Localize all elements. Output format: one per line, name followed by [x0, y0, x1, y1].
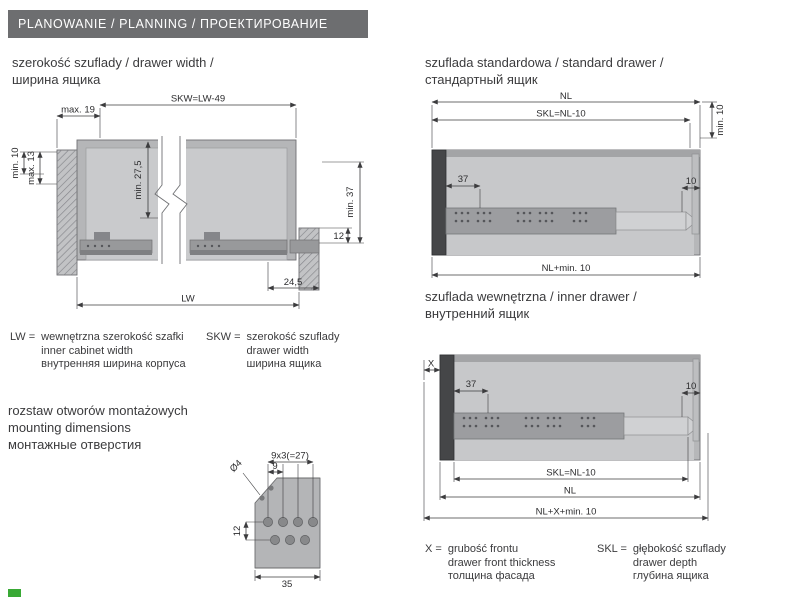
drawer-width-dimensions: SKW=LW-49 max. 19 min. 10 max. 13 min. 2… [10, 94, 364, 309]
drawer-width-diagram: SKW=LW-49 max. 19 min. 10 max. 13 min. 2… [10, 94, 364, 309]
standard-drawer-title: szuflada standardowa / standard drawer /… [425, 54, 663, 88]
dim-skl-label: SKL=NL-10 [546, 468, 595, 479]
dim-min10-label: min. 10 [10, 147, 21, 178]
legend-lw-line3: внутренняя ширина корпуса [41, 358, 186, 370]
legend-x-line1: grubość frontu [447, 543, 519, 555]
dim-min275-label: min. 27,5 [133, 160, 144, 199]
drawer-top-rim [446, 150, 700, 157]
slide-lip-right [190, 250, 287, 255]
dim-12-label: 12 [333, 231, 344, 242]
legend-skw-term: SKW = [206, 331, 241, 343]
legend-lw-term: LW = [10, 331, 36, 343]
inner-drawer-title-line1: szuflada wewnętrzna / inner drawer / [425, 289, 637, 304]
dim-nl-label: NL [560, 91, 572, 102]
legend-lw-line1: wewnętrzna szerokość szafki [41, 331, 184, 343]
legend-x: X = grubość frontu drawer front thicknes… [425, 543, 597, 584]
dim-nl-min10-label: NL+min. 10 [542, 263, 591, 274]
legend-skw-line2: drawer width [246, 344, 309, 357]
legend-lw: LW = wewnętrzna szerokość szafki inner c… [10, 331, 206, 372]
drawer-front-section [431, 149, 447, 256]
dim-37-label: 37 [458, 174, 469, 185]
dim-skl-label: SKL=NL-10 [536, 109, 585, 120]
slide-over-panel [289, 239, 320, 254]
legend-x-line3: толщина фасада [447, 570, 535, 582]
inner-drawer-side-view [439, 354, 701, 461]
page-footer-accent [8, 589, 21, 597]
dim-37-label: 37 [466, 379, 477, 390]
inner-drawer-dimensions: X 37 10 SKL=NL-10 NL NL+X+min. 10 [423, 359, 709, 521]
mounting-holes-diagram: 9x3(=27) 9 12 35 Ø4 [228, 451, 321, 590]
mounting-title-line3: монтажные отверстия [8, 437, 142, 452]
drawer-width-title-line2: ширина ящика [12, 72, 101, 87]
legend-skw-line3: ширина ящика [246, 358, 322, 370]
small-hole [259, 495, 265, 501]
legend-skw-line1: szerokość szuflady [246, 331, 340, 343]
standard-drawer-side-view [431, 149, 701, 256]
rear-bracket [692, 358, 700, 442]
dim-skw-label: SKW=LW-49 [171, 94, 225, 105]
slide-lip-left [80, 250, 152, 255]
mounting-title-line2: mounting dimensions [8, 420, 131, 435]
dim-10-label: 10 [686, 176, 697, 187]
small-hole [268, 485, 274, 491]
legend-skw: SKW = szerokość szuflady drawer width ши… [206, 331, 339, 372]
dim-nl-label: NL [564, 486, 576, 497]
cabinet-side-left [56, 149, 78, 276]
rail-tip [685, 211, 698, 231]
telescopic-rail [623, 416, 689, 436]
dim-dia-label: Ø4 [228, 458, 245, 475]
standard-drawer-diagram: NL SKL=NL-10 min. 10 37 10 NL+min. 10 [431, 91, 726, 278]
standard-drawer-dimensions: NL SKL=NL-10 min. 10 37 10 NL+min. 10 [431, 91, 726, 278]
legend-skl-line3: глубина ящика [632, 570, 709, 582]
dim-max13-label: max. 13 [26, 151, 37, 185]
drawer-top-rim [454, 355, 700, 362]
standard-drawer-title-line2: стандартный ящик [425, 72, 538, 87]
mounting-title-line1: rozstaw otworów montażowych [8, 403, 188, 418]
legend-skl-line2: drawer depth [632, 556, 698, 569]
dim-12-label: 12 [232, 526, 243, 537]
drawer-width-title-line1: szerokość szuflady / drawer width / [12, 55, 214, 70]
drawer-panel-inner [446, 157, 694, 255]
dim-245-label: 24,5 [284, 277, 303, 288]
dim-10-label: 10 [686, 381, 697, 392]
dim-35-label: 35 [282, 579, 293, 590]
legend-x-term: X = [425, 543, 442, 555]
slide-bracket-left [94, 232, 110, 240]
drawer-front-section [439, 354, 455, 461]
inner-drawer-title-line2: внутренний ящик [425, 306, 530, 321]
dim-min10-label: min. 10 [715, 104, 726, 135]
inner-drawer-diagram: X 37 10 SKL=NL-10 NL NL+X+min. 10 [423, 354, 709, 521]
break-lines [154, 136, 188, 264]
mounting-title: rozstaw otworów montażowych mounting dim… [8, 402, 188, 453]
cabinet-cross-section [56, 136, 320, 291]
drawer-panel-inner [454, 362, 694, 460]
page-header-title: PLANOWANIE / PLANNING / ПРОЕКТИРОВАНИЕ [18, 17, 328, 31]
dim-lw-label: LW [181, 294, 195, 305]
dim-9x3-label: 9x3(=27) [271, 451, 309, 462]
dim-nl-x-min10-label: NL+X+min. 10 [536, 507, 597, 518]
legend-skl: SKL = głębokość szuflady drawer depth гл… [597, 543, 726, 584]
inner-drawer-title: szuflada wewnętrzna / inner drawer / вну… [425, 288, 637, 322]
rear-bracket [691, 153, 700, 235]
slide-bracket-right [204, 232, 220, 240]
standard-drawer-title-line1: szuflada standardowa / standard drawer / [425, 55, 664, 70]
dim-x-label: X [428, 359, 435, 370]
drawer-width-title: szerokość szuflady / drawer width / шири… [12, 54, 214, 88]
dim-9-label: 9 [272, 461, 277, 472]
legend-lw-line2: inner cabinet width [41, 344, 133, 357]
legend-skl-term: SKL = [597, 543, 627, 555]
mounting-plate [254, 477, 321, 569]
drawer-width-legend: LW = wewnętrzna szerokość szafki inner c… [10, 331, 400, 372]
mounting-holes [263, 517, 318, 545]
legend-x-line2: drawer front thickness [447, 556, 556, 569]
page-header: PLANOWANIE / PLANNING / ПРОЕКТИРОВАНИЕ [8, 10, 368, 38]
legend-skl-line1: głębokość szuflady [632, 543, 726, 555]
telescopic-rail [615, 211, 687, 231]
right-legend: X = grubość frontu drawer front thicknes… [425, 543, 795, 584]
dim-max19-label: max. 19 [61, 105, 95, 116]
dim-min37-label: min. 37 [345, 186, 356, 217]
